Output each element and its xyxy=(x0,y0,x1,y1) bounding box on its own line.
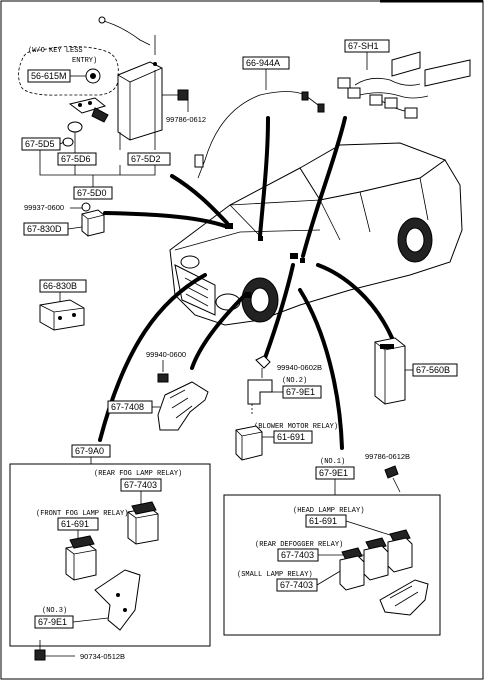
part-67-9E1-no1: 67-9E1 xyxy=(319,468,348,478)
part-67-5D5: 67-5D5 xyxy=(25,139,55,149)
part-67-5D6: 67-5D6 xyxy=(61,154,91,164)
part-box-66-830B xyxy=(39,279,87,293)
rear-fog-label: (REAR FOG LAMP RELAY) xyxy=(94,470,182,478)
part-67-7408: 67-7408 xyxy=(111,402,144,412)
front-fog-label: (FRONT FOG LAMP RELAY) xyxy=(36,510,128,518)
part-67-830D: 67-830D xyxy=(27,224,62,234)
part-group-944A: 66-944A xyxy=(194,56,325,179)
part-67-SH1: 67-SH1 xyxy=(348,41,379,51)
part-67-9A0: 67-9A0 xyxy=(75,446,104,456)
part-67-7403-defog: 67-7403 xyxy=(281,550,314,560)
part-67-9E1-no3: 67-9E1 xyxy=(38,617,67,627)
part-group-9E1-no2: 99940-0602B (NO.2) 67-9E1 (BLOWER MOTOR … xyxy=(235,355,338,461)
part-61-691-frontfog: 61-691 xyxy=(61,519,89,529)
module-67-5D2: 67-5D2 xyxy=(117,61,171,166)
part-group-SH1: 67-SH1 xyxy=(337,39,471,119)
no1-label: (NO.1) xyxy=(320,458,345,466)
part-group-830D: 99937-0600 67-830D xyxy=(23,202,105,237)
small-lamp-label: (SMALL LAMP RELAY) xyxy=(237,571,313,579)
part-61-691-head: 61-691 xyxy=(309,516,337,526)
leader-lines xyxy=(98,116,394,450)
num-99937-0600: 99937-0600 xyxy=(24,203,64,212)
num-90734-0512B: 90734-0512B xyxy=(80,652,125,661)
part-67-9E1-no2: 67-9E1 xyxy=(286,387,315,397)
rear-defogger-label: (REAR DEFOGGER RELAY) xyxy=(255,541,343,549)
part-67-7403-rearfog: 67-7403 xyxy=(124,480,157,490)
part-group-830B: 66-830B xyxy=(39,279,87,331)
part-group-560B: 67-560B xyxy=(374,337,458,405)
no3-label: (NO.3) xyxy=(42,607,67,615)
blower-label: (BLOWER MOTOR RELAY) xyxy=(254,423,338,431)
group-box-9E1-no1: (NO.1) 67-9E1 99786-0612B (HEAD LAMP REL… xyxy=(223,452,441,636)
part-56-615M: 56-615M xyxy=(31,71,67,81)
part-66-944A: 66-944A xyxy=(246,58,280,68)
num-99786-0612B: 99786-0612B xyxy=(365,452,410,461)
head-lamp-label: (HEAD LAMP RELAY) xyxy=(293,507,364,515)
group-box-9A0: 67-9A0 (REAR FOG LAMP RELAY) 67-7403 (FR… xyxy=(9,444,211,661)
num-99786-0612: 99786-0612 xyxy=(166,115,206,124)
num-99940-0600: 99940-0600 xyxy=(146,350,186,359)
part-67-5D2: 67-5D2 xyxy=(131,154,161,164)
num-99940-0602B: 99940-0602B xyxy=(277,363,322,372)
part-67-7403-small: 67-7403 xyxy=(280,580,313,590)
no2-label: (NO.2) xyxy=(282,377,307,385)
part-box-67-5D6 xyxy=(57,152,97,166)
keyless-label-line2: ENTRY) xyxy=(72,57,97,65)
screw-99786-0612: 99786-0612 xyxy=(162,89,206,124)
car-illustration xyxy=(169,142,463,326)
keyless-group: (W/O KEY LESS ENTRY) 56-615M xyxy=(18,16,156,96)
part-67-5D0: 67-5D0 xyxy=(77,188,107,198)
keyless-label-line1: (W/O KEY LESS xyxy=(28,47,83,55)
part-61-691-blower: 61-691 xyxy=(277,432,305,442)
relay-group-5D: 67-5D5 67-5D6 67-5D0 xyxy=(21,97,156,200)
part-group-7408: 99940-0600 67-7408 xyxy=(107,350,209,431)
part-67-560B: 67-560B xyxy=(416,365,450,375)
part-box-67-560B xyxy=(412,363,458,377)
part-66-830B: 66-830B xyxy=(43,281,77,291)
part-box-67-5D2 xyxy=(127,152,171,166)
